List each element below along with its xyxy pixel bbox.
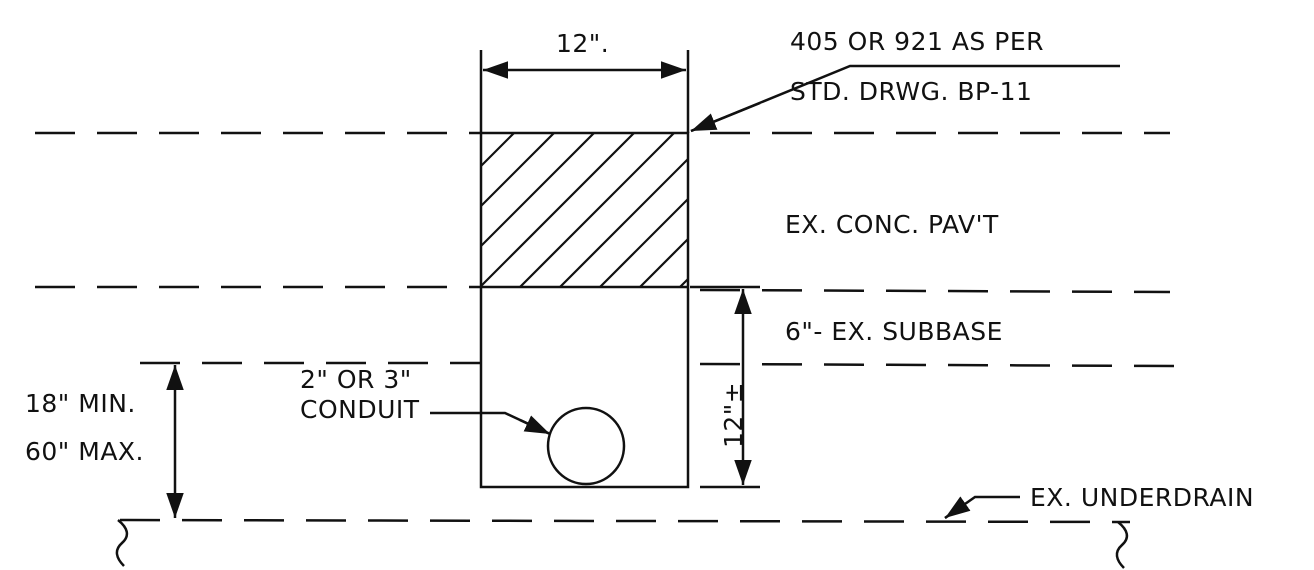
conduit-arrow — [519, 415, 551, 436]
underdrain-arrow — [944, 496, 971, 520]
trench-outline — [479, 131, 690, 489]
concrete-backfill-hatch — [481, 133, 688, 287]
underdrain-label: EX. UNDERDRAIN — [1030, 483, 1254, 512]
pavement-bottom-line-right — [699, 288, 1171, 294]
trench-depth-label: 12"± — [719, 382, 748, 448]
conduit-label-line2: CONDUIT — [300, 395, 420, 424]
callout-arrow — [690, 101, 761, 133]
conduit-leader — [430, 411, 549, 435]
conduit-label-line1: 2" OR 3" — [300, 365, 412, 394]
cover-depth-label-line1: 18" MIN. — [25, 389, 136, 418]
underdrain-leader — [944, 495, 1020, 520]
pavement-label: EX. CONC. PAV'T — [785, 210, 999, 239]
break-symbol-left — [115, 519, 129, 567]
break-symbol-right — [1115, 521, 1129, 569]
width-dimension-label: 12". — [556, 29, 609, 58]
subbase-label: 6"- EX. SUBBASE — [785, 317, 1003, 346]
callout-label-line2: STD. DRWG. BP-11 — [790, 77, 1032, 106]
cover-depth-label-line2: 60" MAX. — [25, 437, 144, 466]
callout-label-line1: 405 OR 921 AS PER — [790, 27, 1044, 56]
conduit-circle — [546, 406, 626, 486]
underdrain-line — [119, 518, 1131, 524]
subbase-bottom-line-right — [699, 362, 1176, 368]
